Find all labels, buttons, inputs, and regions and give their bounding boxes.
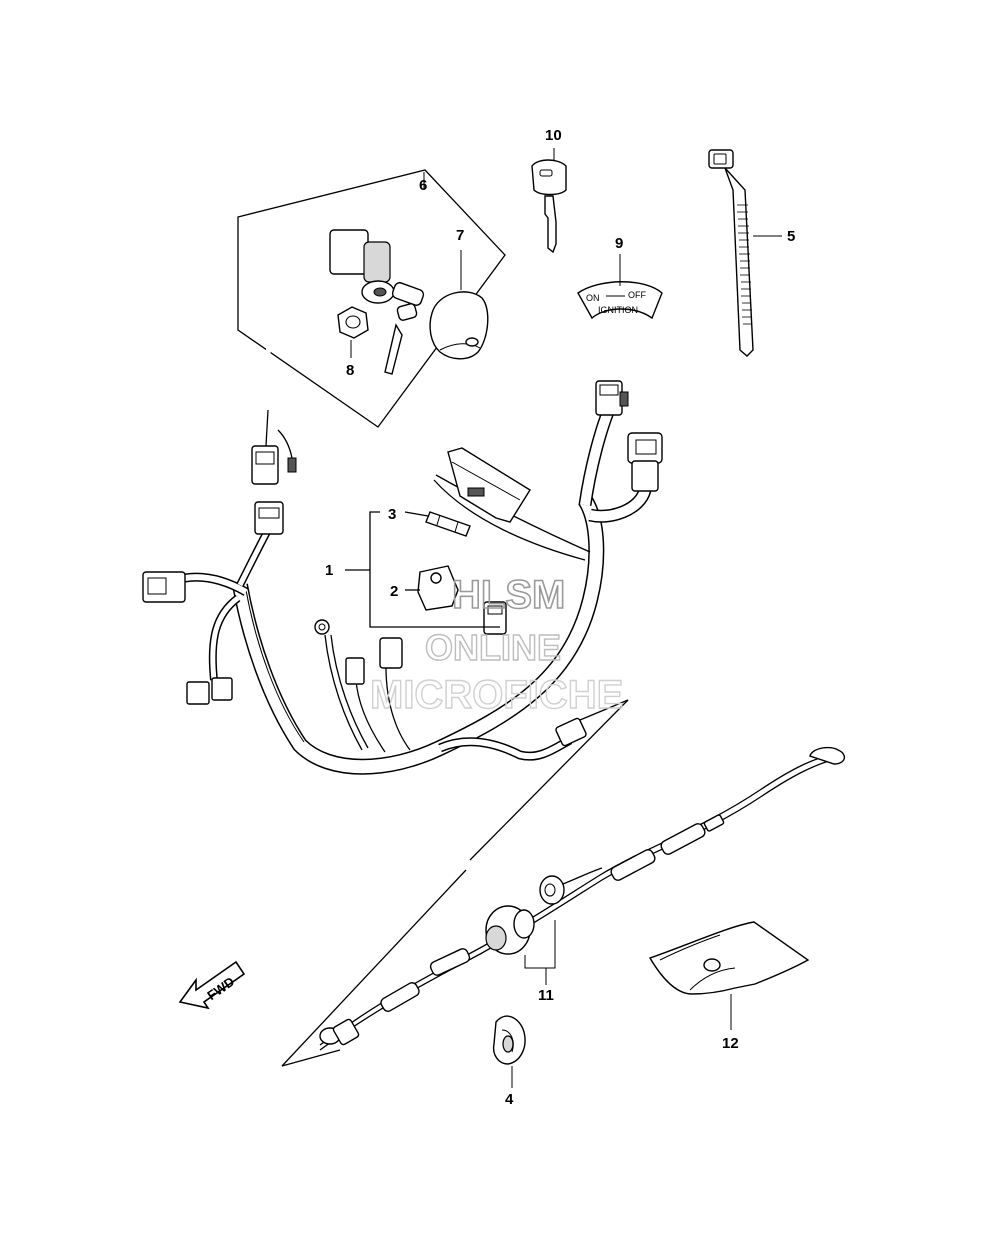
callout-9: 9 [615, 235, 623, 252]
callout-11: 11 [538, 987, 554, 1004]
callout-1: 1 [325, 562, 333, 579]
decal-off-text: OFF [628, 290, 646, 300]
callout-5: 5 [787, 228, 795, 245]
ignition-decal[interactable]: ON OFF IGNITION [577, 254, 663, 320]
fwd-arrow-icon: FWD [178, 960, 246, 1010]
cable-tie[interactable] [708, 149, 782, 357]
switch-cap[interactable] [429, 250, 489, 360]
lock-nut[interactable] [337, 306, 369, 358]
bracket-leader-1 [345, 511, 500, 628]
connector-top-right-b [627, 432, 663, 492]
callout-2: 2 [390, 583, 398, 600]
pad[interactable] [648, 921, 810, 1030]
watermark-line-2: ONLINE [425, 627, 561, 668]
connector-left-top [251, 409, 297, 485]
clamp[interactable] [492, 1015, 526, 1088]
connector-bottom [555, 717, 587, 747]
ignition-key[interactable] [531, 148, 567, 254]
callout-3: 3 [388, 506, 396, 523]
connector-left-side [142, 571, 186, 603]
watermark-line-3: MICROFICHE [370, 673, 623, 717]
callout-10: 10 [545, 127, 562, 144]
callout-8: 8 [346, 362, 354, 379]
connector-center-right [483, 601, 507, 635]
decal-on-text: ON [586, 293, 600, 303]
ignition-switch[interactable] [264, 228, 395, 471]
fuse[interactable] [425, 511, 471, 537]
ignition-key-in-kit [384, 282, 425, 375]
fuse-cap[interactable] [417, 565, 459, 611]
callout-7: 7 [456, 227, 464, 244]
sender-kit-outline [281, 699, 629, 1067]
ring-terminal [314, 619, 330, 635]
connector-lower-left [186, 677, 233, 705]
callout-12: 12 [722, 1035, 739, 1052]
decal-ignition-text: IGNITION [598, 305, 638, 315]
sender-cable[interactable] [319, 746, 845, 1051]
callout-4: 4 [505, 1091, 514, 1108]
callout-6: 6 [419, 177, 427, 194]
fuse-holder [447, 447, 531, 523]
watermark-line-1: HLSM [452, 573, 565, 617]
connector-top-right-a [595, 380, 629, 416]
connector-center-small [345, 637, 403, 685]
wiring-harness[interactable] [184, 399, 652, 775]
connector-left-mid [254, 501, 284, 535]
